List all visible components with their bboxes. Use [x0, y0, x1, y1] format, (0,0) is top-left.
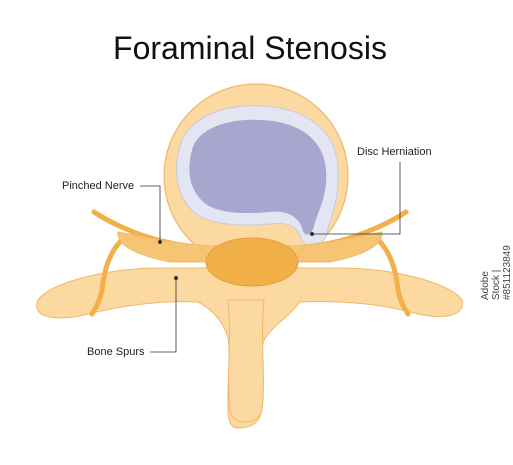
spinal-cord [205, 237, 299, 287]
bone-spurs-dot [174, 276, 178, 280]
disc-nucleus [189, 119, 327, 235]
bone-spurs-leader [150, 278, 177, 353]
pinched-nerve-label: Pinched Nerve [62, 180, 135, 192]
bone-spurs-label: Bone Spurs [87, 346, 145, 358]
diagram-title: Foraminal Stenosis [113, 30, 387, 66]
footer-strip [0, 448, 500, 465]
spine-illustration [36, 83, 463, 429]
disc-herniation-label: Disc Herniation [357, 146, 432, 158]
spinous-process [227, 299, 265, 423]
pinched-nerve-leader [140, 185, 161, 242]
disc-herniation-leader [312, 162, 401, 235]
pinched-nerve-dot [158, 240, 162, 244]
stock-watermark: Adobe Stock | #851123849 [480, 245, 513, 300]
disc-herniation-dot [310, 232, 314, 236]
